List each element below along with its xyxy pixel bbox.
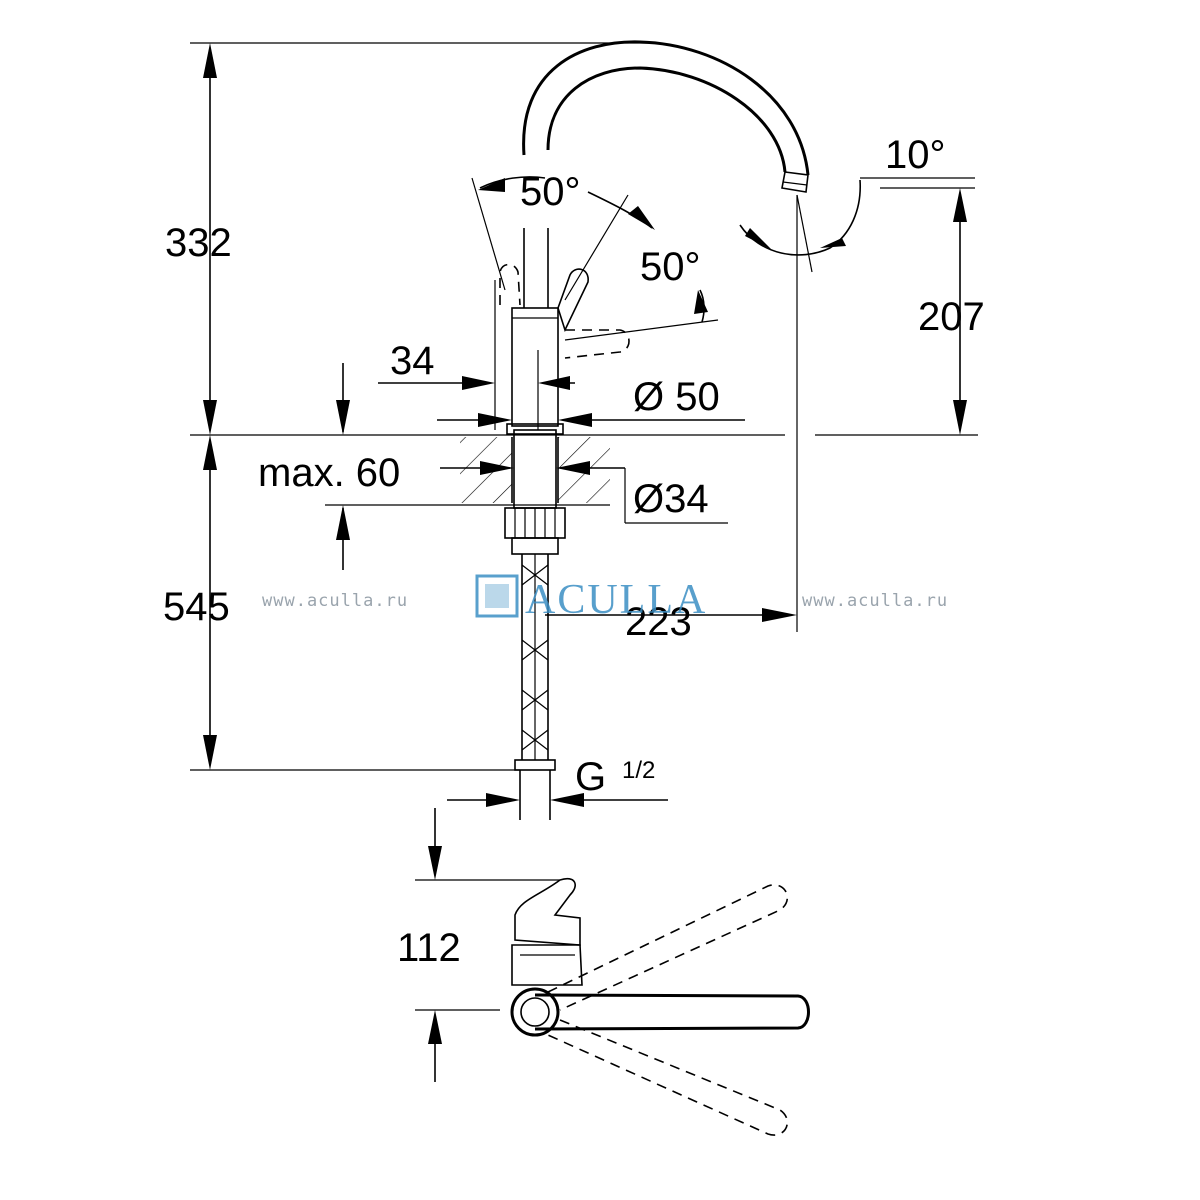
label-spout-height-207: 207	[918, 295, 985, 339]
reference-lines	[190, 42, 978, 771]
dimension-diameter-50	[437, 413, 745, 427]
label-angle-left: 50°	[520, 170, 581, 214]
label-handle-34: 34	[390, 339, 435, 383]
dimension-diameter-34	[440, 461, 728, 524]
label-hole-diameter: Ø34	[633, 477, 709, 521]
dimension-34	[378, 280, 575, 430]
dimension-332	[203, 43, 217, 435]
label-hose-545: 545	[163, 585, 230, 629]
label-height-332: 332	[165, 221, 232, 265]
label-body-diameter: Ø 50	[633, 375, 720, 419]
dimension-223	[545, 195, 798, 632]
handle-angle-marks	[471, 176, 719, 341]
spout-tilt-mark	[739, 179, 861, 273]
label-spout-tilt: 10°	[885, 133, 946, 177]
label-angle-right: 50°	[640, 245, 701, 289]
label-top-view-112: 112	[397, 926, 461, 970]
top-view	[415, 808, 810, 1136]
label-max-60: max. 60	[258, 451, 400, 495]
dimension-max-60	[336, 363, 350, 570]
label-connection-fraction: 1/2	[622, 757, 655, 784]
label-connection-g: G	[575, 755, 606, 799]
dimension-g-half	[447, 793, 668, 807]
label-reach-223: 223	[625, 600, 692, 644]
watermark-left: www.aculla.ru	[262, 591, 408, 611]
brand-text: ACULLA	[525, 577, 707, 623]
dimension-545	[203, 435, 217, 770]
brand-logo: ACULLA	[475, 574, 707, 623]
faucet-body	[499, 40, 810, 820]
watermark-right: www.aculla.ru	[802, 591, 948, 611]
dimension-207	[953, 188, 967, 435]
